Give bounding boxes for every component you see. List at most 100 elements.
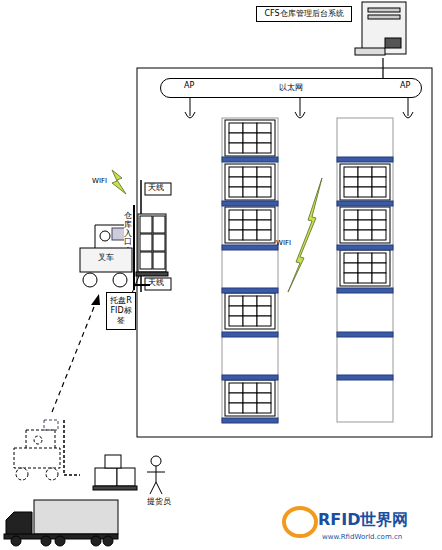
shape [372,263,386,273]
shape [358,167,372,177]
circle [91,536,101,546]
shape [225,164,275,200]
shape [337,288,393,293]
circle [34,436,42,444]
shape [344,167,358,177]
shape [243,210,257,220]
shape [222,418,278,423]
shape [358,263,372,273]
shape [222,118,278,422]
shape [225,120,275,156]
stroke [63,420,65,475]
shape [372,210,386,220]
shape [225,293,275,329]
shape [225,380,275,416]
shape [372,177,386,187]
shape [372,273,386,283]
shape [362,2,406,54]
shape [93,486,137,490]
shape [229,403,243,413]
shape [358,273,372,283]
circle [41,536,51,546]
shape [257,210,271,220]
shape [229,296,243,306]
shape [243,220,257,230]
shape [257,316,271,326]
shape [257,296,271,306]
ap-antenna [295,112,305,118]
shape [243,133,257,143]
shape [372,253,386,263]
rfid-tag-box: 托盘RFID标签 [106,292,136,330]
shape [222,201,278,206]
shape [153,234,165,251]
wifi-label: WIFI [92,178,107,186]
shape [337,332,393,337]
shape [337,245,393,250]
shape [243,316,257,326]
stroke [190,98,191,116]
circle [16,468,28,480]
stroke [150,482,156,494]
shape [344,253,358,263]
shape [344,177,358,187]
antenna-label: 天线 [148,279,164,288]
stroke [55,430,56,448]
shape [368,8,400,12]
shape [257,187,271,197]
network-cable [382,58,383,78]
shape [153,216,165,233]
shape [337,118,393,422]
shape [229,187,243,197]
shape [358,187,372,197]
shape [222,375,278,380]
shape [229,383,243,393]
shape [95,468,117,486]
shape [372,230,386,240]
shape [243,230,257,240]
shape [243,167,257,177]
circle [113,273,127,287]
ap-label: AP [400,82,410,91]
stroke [300,98,301,116]
shape [222,288,278,293]
shape [358,230,372,240]
circle [100,231,110,241]
shape [243,296,257,306]
shape [344,210,358,220]
stroke [26,430,27,448]
shape [140,216,152,233]
shape [257,403,271,413]
circle [83,273,97,287]
shape [344,263,358,273]
stroke [134,284,150,286]
shape [229,143,243,153]
shape [372,220,386,230]
shape [358,220,372,230]
shape [358,177,372,187]
wifi-bolt [112,170,126,194]
shape [138,214,166,272]
stroke [64,474,80,476]
shape [117,468,135,486]
shape [337,375,393,380]
shape [243,383,257,393]
shape [372,167,386,177]
entrance-label: 仓库入口 [124,212,132,247]
shape [153,252,165,269]
shape [222,245,278,250]
shape [340,207,390,243]
shape [34,500,118,534]
shape [229,393,243,403]
shape [243,306,257,316]
stroke [52,302,96,412]
stroke [408,98,409,116]
ap-antenna [403,112,413,118]
shape [340,250,390,286]
ethernet-pipe: 以太网 [160,78,422,98]
shape [257,230,271,240]
stroke [133,205,135,290]
shape [80,248,132,272]
arrow-head [91,294,100,305]
shape [229,133,243,143]
